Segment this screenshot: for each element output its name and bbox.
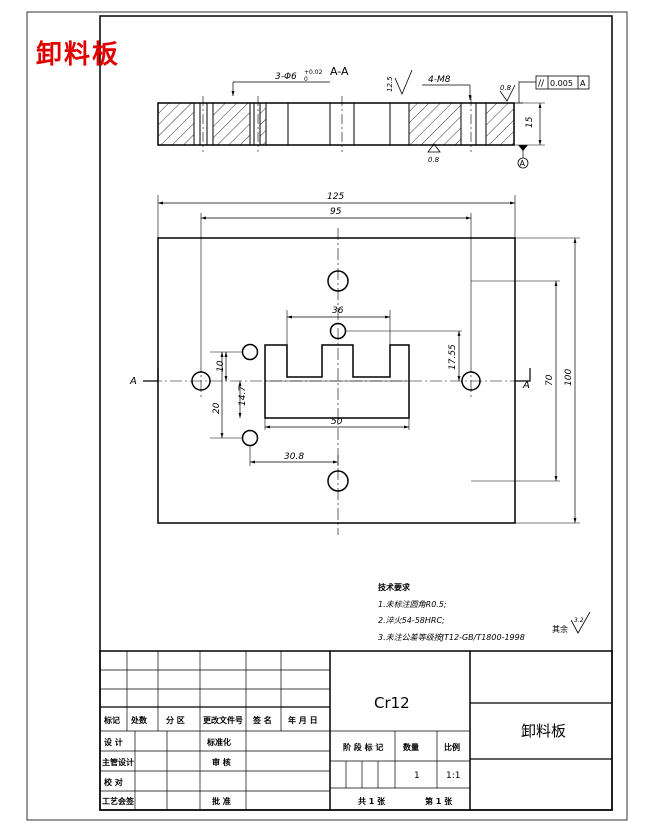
rough-right: 0.8 bbox=[500, 84, 512, 92]
hole-bottom bbox=[327, 470, 349, 492]
rest-rough: 3.2 bbox=[574, 617, 584, 624]
section-label: A-A bbox=[330, 65, 349, 78]
drawing-title: 卸料板 bbox=[36, 40, 121, 70]
stage-mark: 阶 段 标 记 bbox=[343, 742, 383, 752]
hole-top bbox=[327, 270, 349, 292]
dim-14-7: 14.7 bbox=[238, 386, 248, 406]
dim-17-55: 17.55 bbox=[448, 344, 458, 370]
dim-10: 10 bbox=[216, 360, 226, 372]
note-3: 3.未注公差等级按JT12-GB/T1800-1998 bbox=[378, 633, 525, 642]
punch-slot bbox=[264, 344, 410, 419]
rough-bottom: 0.8 bbox=[428, 156, 440, 164]
dim-thickness: 15 bbox=[525, 116, 535, 128]
hdr-mark: 标记 bbox=[103, 715, 120, 725]
section-mark-right: A bbox=[522, 380, 530, 391]
hole-left bbox=[191, 371, 211, 391]
dim-95: 95 bbox=[330, 207, 342, 217]
lbl-chief: 主管设计 bbox=[102, 757, 134, 767]
dim-20: 20 bbox=[212, 402, 222, 414]
sheets-total: 共 1 张 bbox=[358, 796, 386, 806]
note-1: 1.未标注圆角R0.5; bbox=[378, 600, 447, 609]
fcf-frame bbox=[535, 75, 590, 90]
dim-36: 36 bbox=[332, 306, 344, 316]
section-mark-left: A bbox=[129, 376, 137, 387]
rough-top: 12.5 bbox=[386, 76, 394, 92]
holes-tol-lower: 0 bbox=[304, 76, 308, 83]
notes-heading: 技术要求 bbox=[378, 582, 411, 592]
hdr-sign: 签 名 bbox=[252, 715, 272, 725]
lbl-proof: 校 对 bbox=[104, 777, 123, 787]
section-outline bbox=[157, 102, 515, 146]
scale-label: 比例 bbox=[444, 742, 460, 752]
quantity-value: 1 bbox=[414, 771, 420, 781]
scale-value: 1:1 bbox=[446, 771, 460, 781]
hdr-date: 年 月 日 bbox=[288, 715, 318, 725]
lbl-design: 设 计 bbox=[104, 737, 123, 747]
sheet-no: 第 1 张 bbox=[425, 796, 453, 806]
material: Cr12 bbox=[374, 694, 410, 712]
hatch-2 bbox=[212, 102, 251, 146]
pin-upper-left bbox=[241, 343, 259, 361]
lbl-standardize: 标准化 bbox=[206, 737, 231, 747]
hdr-doc: 更改文件号 bbox=[203, 715, 243, 725]
hole-right bbox=[461, 371, 481, 391]
note-2: 2.淬火54-58HRC; bbox=[378, 616, 445, 625]
dim-100: 100 bbox=[564, 369, 574, 386]
hatch-4 bbox=[408, 102, 462, 146]
datum-label: A bbox=[520, 159, 526, 168]
part-name: 卸料板 bbox=[521, 722, 566, 740]
lbl-review: 审 核 bbox=[212, 757, 231, 767]
fcf-symbol: // bbox=[538, 79, 545, 89]
holes-callout: 3-Φ6 bbox=[275, 72, 297, 82]
holes-tol-upper: +0.02 bbox=[304, 69, 323, 76]
hatch-3 bbox=[259, 102, 267, 146]
hatch-left bbox=[157, 102, 195, 146]
dim-70: 70 bbox=[545, 374, 555, 386]
weight-label: 数量 bbox=[403, 742, 419, 752]
pin-lower-left bbox=[241, 429, 259, 447]
hatch-right bbox=[485, 102, 515, 146]
plan-view: 125 95 36 50 30.8 100 70 17.55 10 14.7 2… bbox=[129, 192, 580, 535]
title-block: Cr12 卸料板 标记 处数 分 区 更改文件号 签 名 年 月 日 设 计 标… bbox=[99, 650, 613, 811]
section-view: 3-Φ6 +0.02 0 A-A 4-M8 12.5 0.8 0.8 // 0.… bbox=[157, 65, 590, 169]
outer-border bbox=[26, 11, 628, 821]
hdr-zone: 分 区 bbox=[166, 715, 185, 725]
fcf-datum: A bbox=[580, 79, 586, 88]
dim-125: 125 bbox=[327, 192, 344, 202]
dim-50: 50 bbox=[331, 417, 343, 427]
thread-callout: 4-M8 bbox=[428, 75, 451, 85]
fcf-tol: 0.005 bbox=[550, 79, 573, 88]
technical-notes: 技术要求 1.未标注圆角R0.5; 2.淬火54-58HRC; 3.未注公差等级… bbox=[378, 582, 591, 642]
dim-30-8: 30.8 bbox=[284, 452, 304, 462]
rest-label: 其余 bbox=[552, 624, 568, 634]
lbl-approve: 批 准 bbox=[212, 796, 231, 806]
hdr-count: 处数 bbox=[130, 715, 148, 725]
lbl-process: 工艺会签 bbox=[102, 796, 135, 806]
